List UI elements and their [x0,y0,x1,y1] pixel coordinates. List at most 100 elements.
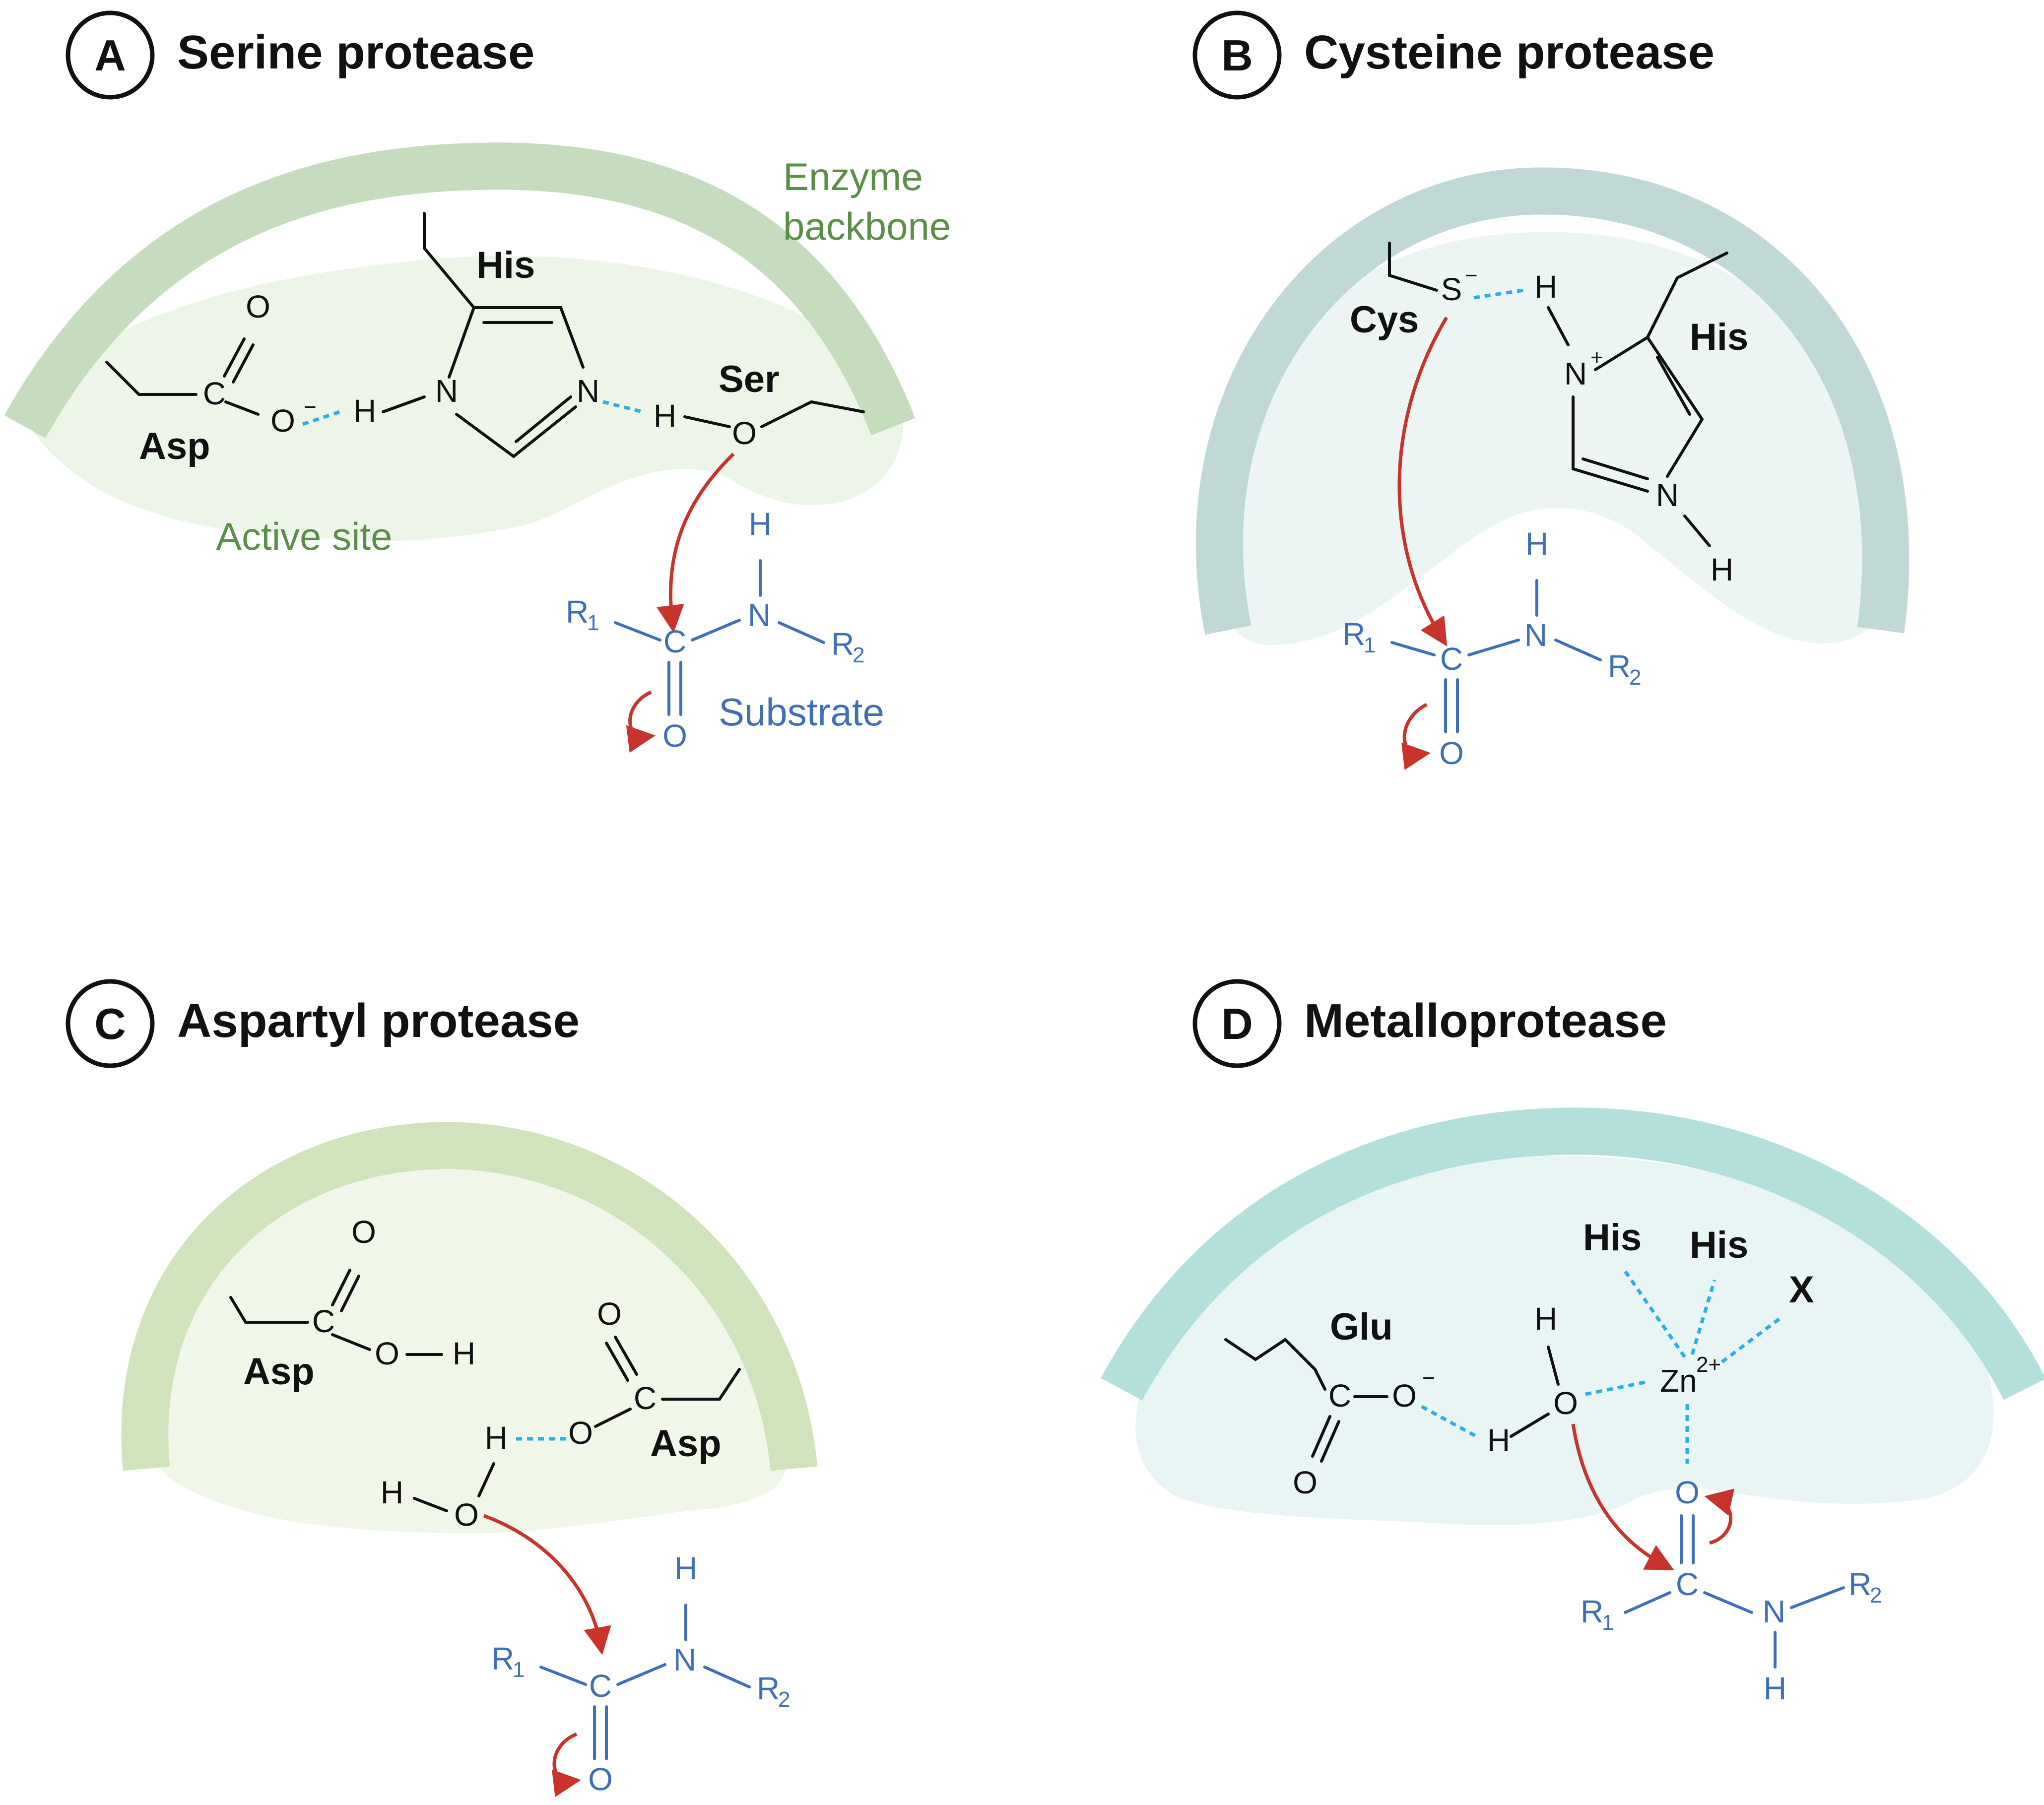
panel-title: Aspartyl protease [177,994,580,1047]
water-hydrogen: H [485,1420,508,1456]
residue-his: His [1690,1224,1748,1266]
water-hydrogen: H [1534,1301,1557,1337]
panel-badge-c: C [66,979,155,1068]
svg-text:O: O [1675,1475,1700,1510]
enzyme-backbone-band [1195,167,1910,635]
his-n-plus: N [1564,356,1587,391]
svg-text:−: − [1465,263,1478,288]
electron-shift-arrow [551,1732,581,1797]
active-site-region [30,256,903,541]
svg-text:1: 1 [1364,633,1376,657]
svg-text:N: N [1524,617,1547,653]
carboxyl-carbon: C [203,376,226,411]
svg-text:1: 1 [513,1658,525,1682]
svg-text:R: R [566,594,589,630]
svg-text:−: − [1422,1366,1435,1390]
hydrogen-bond [602,400,643,414]
water-hydrogen: H [381,1475,403,1510]
glu-carboxylate-oxygen: O [1392,1378,1417,1414]
peptide-substrate: O C R 1 N R 2 H [1581,1475,1882,1706]
glu-carboxyl-carbon: C [1328,1378,1351,1414]
residue-his: His [1583,1217,1642,1259]
panel-letter: C [94,999,126,1048]
svg-text:O: O [588,1761,613,1797]
peptide-substrate: R 1 C N H R 2 O [491,1550,790,1797]
asp2-oxygen: O [568,1415,593,1451]
active-site-label: Active site [216,515,392,558]
panel-title: Cysteine protease [1304,26,1714,79]
asp2-carboxyl-carbon: C [634,1380,657,1416]
svg-text:R: R [1581,1594,1603,1629]
panel-letter: D [1221,999,1253,1048]
his-n2-hydrogen: H [1711,552,1733,587]
asp1-hydrogen: H [453,1336,475,1371]
ser-hydrogen: H [654,398,676,434]
substrate-label: Substrate [719,690,884,734]
nucleophilic-attack-arrow [1397,317,1449,646]
panel-c-aspartyl-protease: C Aspartyl protease O C O H Asp O C O As… [66,979,818,1797]
panel-badge-b: B [1192,10,1282,100]
his-hydrogen: H [353,393,376,429]
ser-sidechain [760,400,865,428]
svg-text:R: R [491,1641,514,1676]
panel-a-serine-protease: A Serine protease Enzyme backbone Active… [4,10,951,754]
electron-shift-arrow [1401,703,1431,770]
active-site-region [1135,1156,1994,1525]
svg-text:−: − [304,395,317,419]
svg-text:N: N [748,597,771,633]
enzyme-backbone-band [1101,1107,2044,1401]
his-n2: N [577,373,599,409]
svg-text:N: N [673,1642,696,1677]
svg-text:R: R [757,1671,780,1706]
nucleophilic-attack-arrow [1571,1423,1674,1570]
asp-sidechain [105,361,198,396]
panel-d-metalloprotease: D Metalloprotease C O − O Glu H O H Zn 2… [1101,979,2044,1706]
asp1-carboxyl-carbon: C [312,1303,335,1339]
zinc-ion: Zn [1660,1363,1697,1399]
glu-sidechain [1224,1338,1326,1391]
residue-asp: Asp [243,1351,315,1393]
thiolate-sulfur: S [1441,271,1462,307]
carbonyl-oxygen: O [246,289,270,324]
residue-cys: Cys [1350,299,1419,341]
panel-letter: B [1221,31,1253,80]
svg-text:C: C [1440,641,1463,677]
zinc-coordination [1690,1279,1716,1355]
enzyme-backbone-band [4,142,916,439]
zinc-coordination [1720,1316,1783,1363]
panel-title: Metalloprotease [1304,994,1667,1047]
water-oxygen: O [454,1497,479,1533]
residue-his: His [1690,316,1748,358]
hydrogen-bond [1473,288,1524,300]
residue-asp: Asp [650,1422,722,1465]
water-hydrogen: H [1487,1422,1510,1458]
his-n1: N [435,373,458,409]
asp2-sidechain [661,1368,741,1401]
imidazole-ring [1646,336,1704,478]
svg-text:2: 2 [853,643,864,667]
electron-shift-arrow [626,690,656,753]
nucleophilic-attack-arrow [483,1514,611,1655]
his-n2: N [1656,477,1679,513]
enzyme-backbone-label: backbone [783,204,951,248]
svg-text:O: O [662,718,687,754]
svg-text:R: R [1608,648,1631,684]
svg-text:C: C [663,624,686,659]
panel-b-cysteine-protease: B Cysteine protease S − Cys H N + N H Hi… [1192,10,1910,771]
imidazole-ring [448,306,585,379]
residue-glu: Glu [1330,1306,1393,1348]
residue-his: His [476,244,535,286]
his-sidechain [1646,252,1728,339]
svg-text:2: 2 [1629,665,1641,690]
asp1-carbonyl-oxygen: O [351,1214,376,1250]
svg-text:C: C [1676,1566,1699,1602]
svg-text:O: O [1439,735,1464,771]
zinc-charge: 2+ [1696,1353,1721,1377]
water-oxygen: O [1553,1385,1578,1421]
asp1-sidechain [229,1296,309,1324]
svg-text:H: H [1764,1671,1786,1706]
svg-text:H: H [674,1550,697,1586]
enzyme-backbone-band [121,1122,818,1471]
nucleophilic-attack-arrow [657,452,735,633]
svg-text:2: 2 [778,1687,790,1712]
